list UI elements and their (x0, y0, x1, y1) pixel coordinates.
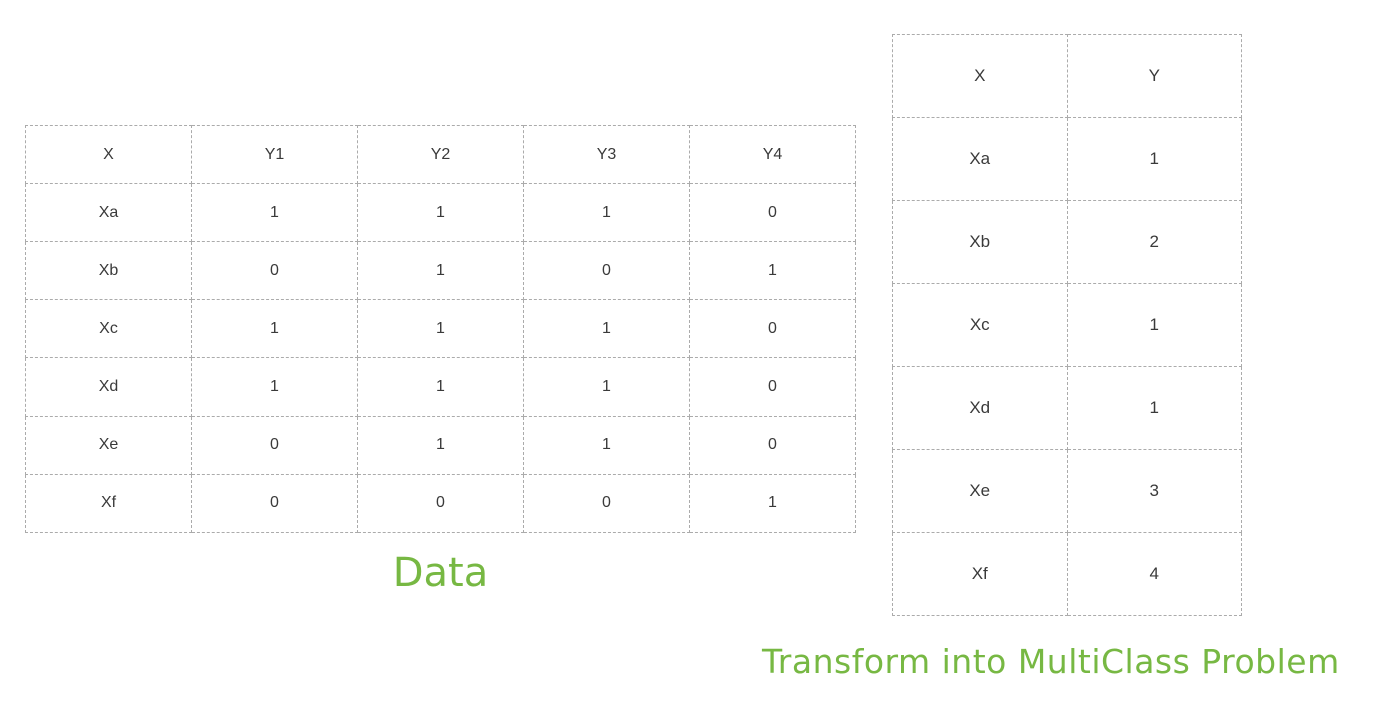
column-header-y3: Y3 (523, 125, 690, 184)
table-cell: 1 (357, 299, 524, 359)
row-label: Xb (25, 241, 192, 301)
table-row: Xd 1 (892, 366, 1242, 450)
table-cell: 0 (191, 241, 358, 301)
table-cell: 0 (689, 357, 856, 417)
table-cell: 0 (689, 299, 856, 359)
table-cell: 0 (191, 473, 358, 534)
table-cell: 1 (1066, 283, 1242, 367)
table-row: Xd 1 1 1 0 (25, 357, 856, 417)
row-label: Xc (892, 283, 1068, 367)
table-row: Xf 0 0 0 1 (25, 473, 856, 534)
table-cell: 1 (191, 357, 358, 417)
table-row: Xa 1 (892, 117, 1242, 201)
table-cell: 1 (523, 357, 690, 417)
table-cell: 3 (1066, 449, 1242, 533)
column-header-y1: Y1 (191, 125, 358, 184)
row-label: Xd (25, 357, 192, 417)
multiclass-table-caption: Transform into MultiClass Problem (762, 642, 1340, 681)
table-cell: 0 (523, 241, 690, 301)
data-table: X Y1 Y2 Y3 Y4 Xa 1 1 1 0 Xb 0 1 0 1 (25, 125, 856, 534)
table-cell: 1 (689, 241, 856, 301)
table-row: Xe 3 (892, 449, 1242, 533)
table-cell: 0 (689, 182, 856, 243)
data-table-header-row: X Y1 Y2 Y3 Y4 (25, 125, 856, 184)
row-label: Xf (25, 473, 192, 534)
table-cell: 0 (523, 473, 690, 534)
table-cell: 1 (523, 299, 690, 359)
column-header-y4: Y4 (689, 125, 856, 184)
row-label: Xf (892, 532, 1068, 616)
table-cell: 0 (191, 415, 358, 475)
data-table-caption: Data (392, 550, 489, 596)
multiclass-table-header-row: X Y (892, 34, 1242, 118)
table-cell: 1 (191, 299, 358, 359)
row-label: Xa (892, 117, 1068, 201)
table-cell: 1 (1066, 117, 1242, 201)
table-cell: 1 (357, 357, 524, 417)
table-row: Xe 0 1 1 0 (25, 415, 856, 475)
table-cell: 1 (1066, 366, 1242, 450)
table-cell: 1 (357, 182, 524, 243)
column-header-x: X (892, 34, 1068, 118)
row-label: Xe (892, 449, 1068, 533)
table-row: Xb 2 (892, 200, 1242, 284)
table-cell: 1 (191, 182, 358, 243)
table-cell: 1 (689, 473, 856, 534)
column-header-y2: Y2 (357, 125, 524, 184)
column-header-y: Y (1066, 34, 1242, 118)
column-header-x: X (25, 125, 192, 184)
table-row: Xc 1 1 1 0 (25, 299, 856, 359)
table-row: Xa 1 1 1 0 (25, 182, 856, 243)
table-row: Xf 4 (892, 532, 1242, 616)
table-cell: 1 (523, 415, 690, 475)
table-cell: 4 (1066, 532, 1242, 616)
row-label: Xd (892, 366, 1068, 450)
multiclass-table: X Y Xa 1 Xb 2 Xc 1 Xd 1 Xe 3 (892, 34, 1242, 616)
row-label: Xb (892, 200, 1068, 284)
row-label: Xa (25, 182, 192, 243)
table-cell: 0 (689, 415, 856, 475)
row-label: Xe (25, 415, 192, 475)
table-cell: 1 (357, 415, 524, 475)
table-row: Xb 0 1 0 1 (25, 241, 856, 301)
row-label: Xc (25, 299, 192, 359)
table-cell: 2 (1066, 200, 1242, 284)
table-cell: 0 (357, 473, 524, 534)
table-cell: 1 (523, 182, 690, 243)
table-cell: 1 (357, 241, 524, 301)
table-row: Xc 1 (892, 283, 1242, 367)
